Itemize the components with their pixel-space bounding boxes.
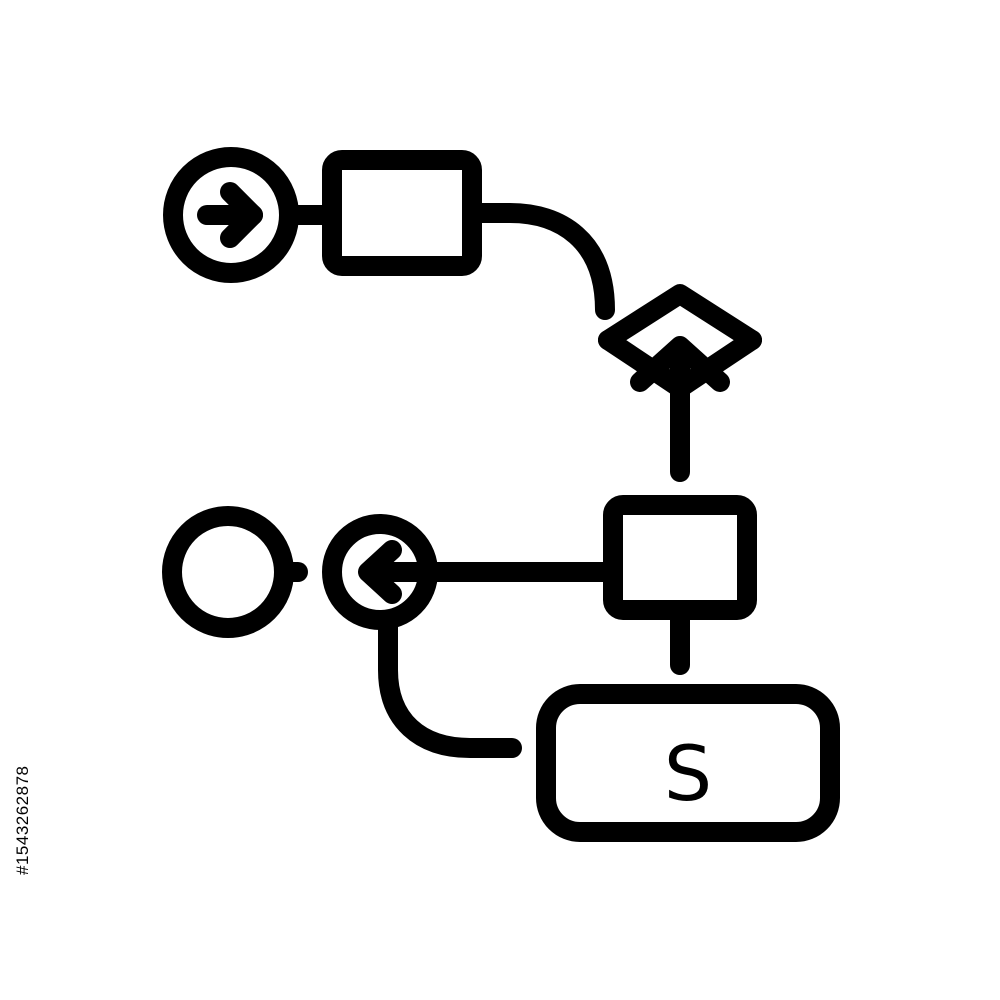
s-box-node: S (536, 684, 840, 842)
left-arrow-icon (358, 540, 402, 604)
s-box-label: S (664, 729, 712, 818)
start-event-node (163, 147, 299, 283)
task-middle-box (603, 495, 757, 620)
gateway-diamond-outer (598, 284, 762, 350)
connector-event-to-s-box (378, 612, 522, 758)
end-event-circle (162, 506, 294, 638)
connector-task-to-gateway (464, 203, 615, 320)
up-arrow-icon (630, 336, 730, 392)
task-top-box (322, 150, 482, 276)
stock-id-watermark: #1543262878 (13, 765, 32, 875)
right-arrow-icon (197, 182, 263, 248)
end-event-node (162, 506, 308, 638)
s-box-rectangle (536, 684, 840, 842)
